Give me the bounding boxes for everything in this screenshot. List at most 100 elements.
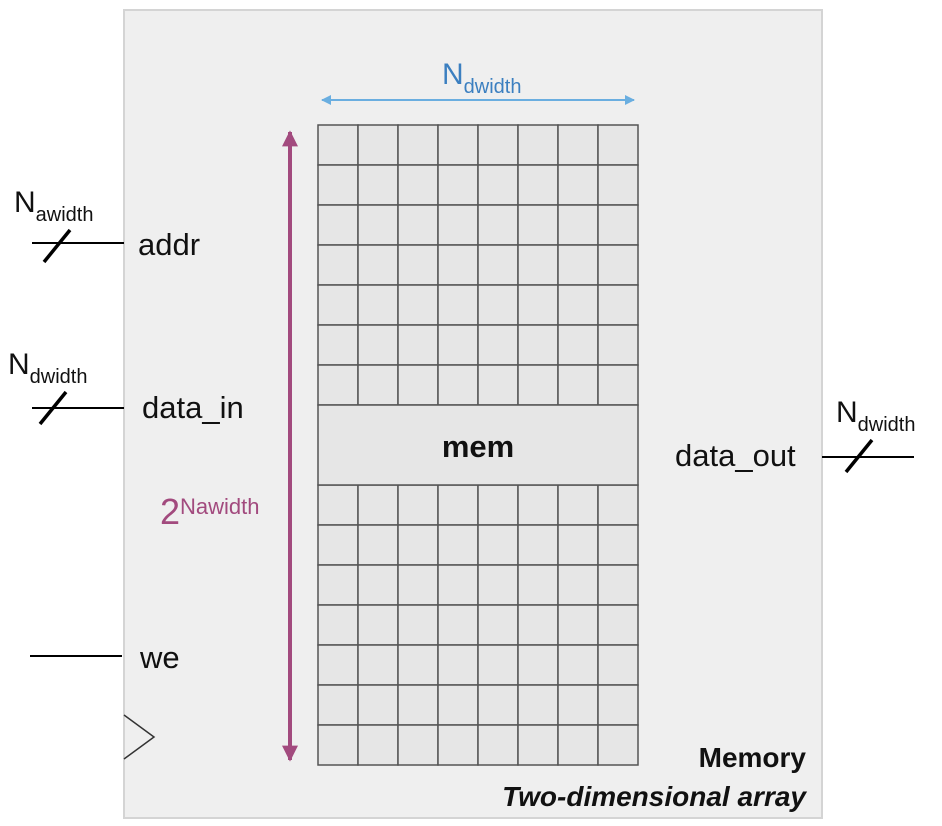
memory-cell-upper <box>517 244 559 286</box>
memory-cell-upper <box>477 364 519 406</box>
memory-cell-lower <box>397 724 439 766</box>
addr-bus-slash <box>42 228 72 264</box>
memory-cell-upper <box>397 164 439 206</box>
memory-cell-upper <box>397 204 439 246</box>
memory-cell-upper <box>357 124 399 166</box>
memory-cell-lower <box>557 604 599 646</box>
memory-cell-lower <box>317 484 359 526</box>
memory-cell-upper <box>437 364 479 406</box>
memory-cell-upper <box>317 244 359 286</box>
addr-bus-width: Nawidth <box>14 186 93 226</box>
width-dimension-label: Ndwidth <box>442 58 521 98</box>
memory-cell-lower <box>437 724 479 766</box>
memory-cell-upper <box>357 364 399 406</box>
memory-cell-lower <box>597 604 639 646</box>
memory-cell-lower <box>517 684 559 726</box>
memory-cell-upper <box>397 124 439 166</box>
data-in-port-label: data_in <box>142 390 244 425</box>
memory-cell-upper <box>397 284 439 326</box>
memory-cell-lower <box>357 484 399 526</box>
memory-cell-upper <box>397 244 439 286</box>
memory-cell-lower <box>317 564 359 606</box>
memory-cell-upper <box>357 284 399 326</box>
memory-cell-upper <box>597 324 639 366</box>
data-out-bus-width: Ndwidth <box>836 398 915 436</box>
memory-subtitle: Two-dimensional array <box>502 781 807 812</box>
memory-cell-lower <box>397 684 439 726</box>
depth-dimension-base: 2 <box>160 491 181 532</box>
memory-cell-lower <box>597 484 639 526</box>
memory-cell-lower <box>437 564 479 606</box>
memory-cell-upper <box>437 324 479 366</box>
memory-cell-upper <box>517 284 559 326</box>
memory-cell-lower <box>357 644 399 686</box>
memory-cell-upper <box>317 324 359 366</box>
memory-cell-lower <box>317 684 359 726</box>
memory-cell-lower <box>477 524 519 566</box>
memory-cell-upper <box>597 284 639 326</box>
memory-cell-lower <box>397 524 439 566</box>
memory-cell-lower <box>357 524 399 566</box>
memory-cell-upper <box>437 124 479 166</box>
data-out-bus-subscript: dwidth <box>857 414 916 436</box>
memory-cell-lower <box>477 484 519 526</box>
memory-cell-lower <box>597 524 639 566</box>
memory-cell-upper <box>437 244 479 286</box>
memory-cell-upper <box>357 324 399 366</box>
memory-cell-upper <box>517 164 559 206</box>
memory-cell-upper <box>597 244 639 286</box>
addr-port-label: addr <box>138 227 201 262</box>
memory-cell-upper <box>597 124 639 166</box>
memory-cell-upper <box>517 324 559 366</box>
memory-cell-lower <box>517 604 559 646</box>
memory-cell-upper <box>557 244 599 286</box>
memory-cell-upper <box>477 204 519 246</box>
memory-cell-upper <box>477 164 519 206</box>
memory-cell-upper <box>317 284 359 326</box>
memory-cell-lower <box>557 564 599 606</box>
depth-dimension-superscript: Nawidth <box>180 494 260 519</box>
memory-cell-upper <box>317 204 359 246</box>
memory-cell-lower <box>597 724 639 766</box>
memory-cell-lower <box>437 684 479 726</box>
memory-cell-upper <box>437 164 479 206</box>
memory-cell-upper <box>517 124 559 166</box>
memory-cell-upper <box>557 204 599 246</box>
data-in-bus-base: N <box>8 348 30 381</box>
memory-cell-lower <box>357 684 399 726</box>
memory-cell-upper <box>437 204 479 246</box>
memory-cell-upper <box>557 124 599 166</box>
memory-cell-upper <box>397 364 439 406</box>
memory-cell-upper <box>477 324 519 366</box>
memory-cell-lower <box>357 604 399 646</box>
memory-cell-lower <box>517 644 559 686</box>
memory-cell-lower <box>437 484 479 526</box>
memory-cell-lower <box>397 484 439 526</box>
data-out-bus-slash <box>844 438 874 474</box>
mem-label: mem <box>442 429 514 464</box>
memory-cell-upper <box>477 124 519 166</box>
width-dimension-base: N <box>442 58 464 91</box>
memory-cell-lower <box>557 524 599 566</box>
memory-array-grid <box>317 124 639 766</box>
memory-cell-lower <box>517 524 559 566</box>
memory-cell-lower <box>397 564 439 606</box>
depth-dimension-label: 2Nawidth <box>160 494 260 530</box>
memory-cell-upper <box>557 324 599 366</box>
we-port-label: we <box>140 640 180 675</box>
addr-bus-base: N <box>14 186 36 219</box>
memory-cell-lower <box>357 724 399 766</box>
memory-cell-upper <box>437 284 479 326</box>
data-in-bus-width: Ndwidth <box>8 348 87 388</box>
memory-cell-lower <box>477 564 519 606</box>
memory-cell-lower <box>477 644 519 686</box>
memory-cell-lower <box>517 484 559 526</box>
memory-cell-lower <box>597 564 639 606</box>
memory-cell-lower <box>437 604 479 646</box>
memory-cell-upper <box>317 364 359 406</box>
memory-cell-lower <box>597 684 639 726</box>
memory-cell-lower <box>557 724 599 766</box>
data-out-port-label: data_out <box>675 438 796 473</box>
memory-cell-lower <box>597 644 639 686</box>
memory-cell-upper <box>517 204 559 246</box>
